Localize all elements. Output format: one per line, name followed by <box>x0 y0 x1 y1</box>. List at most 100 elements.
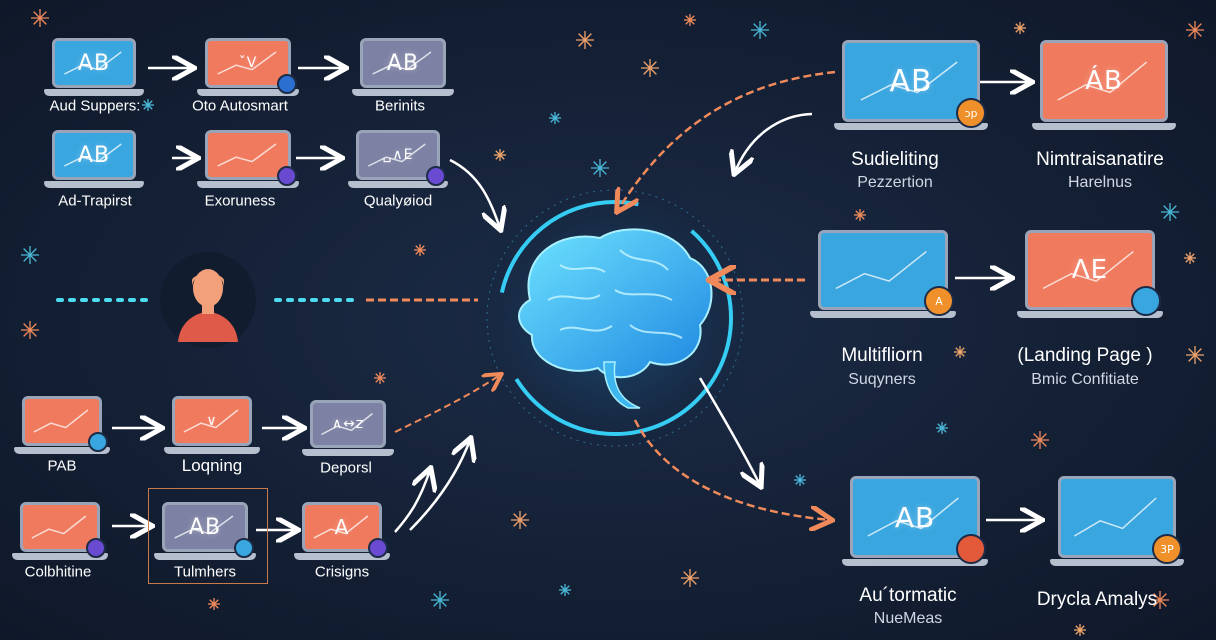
right-node4-badge <box>1131 286 1161 316</box>
right-node3-laptop: A <box>810 230 956 320</box>
right-node1-screen-text: AB <box>889 63 933 99</box>
left-row4-node3-screen: A <box>302 502 382 552</box>
left-row1-node2-screen: ˇV <box>205 38 291 88</box>
sparkle-icon <box>431 591 449 609</box>
left-row3-node3-laptop: ∧↔z <box>302 400 394 458</box>
left-row1-node3-screen: AB <box>360 38 446 88</box>
sparkle-icon <box>494 149 506 161</box>
left-row2-node1-trend-graphic <box>64 143 122 167</box>
sparkle-icon <box>414 244 426 256</box>
right-node3-base <box>810 311 956 318</box>
sparkle-icon <box>142 99 154 111</box>
left-row2-node3-badge <box>426 166 446 186</box>
left-row1-node1-laptop: AB <box>44 38 144 98</box>
right-node3-sublabel: Suqyners <box>848 371 916 388</box>
left-row1-node1-label: Aud Suppers: <box>49 97 141 115</box>
right-node2-trend-graphic <box>1057 61 1148 101</box>
sparkle-icon <box>1031 431 1049 449</box>
left-row4-node3-laptop: A <box>294 502 390 562</box>
left-row2-node2-laptop <box>197 130 299 190</box>
sparkle-icon <box>854 209 866 221</box>
left-row3-node2-trend-graphic <box>183 409 239 433</box>
left-row4-node2-laptop: AB <box>154 502 256 562</box>
right-node4-laptop: ΛE <box>1017 230 1163 320</box>
right-node5-badge <box>956 534 986 564</box>
sparkle-icon <box>374 372 386 384</box>
sparkle-icon <box>751 21 769 39</box>
left-row1-node2-laptop: ˇV <box>197 38 299 98</box>
right-node2-screen-text: ÁB <box>1085 66 1123 96</box>
right-node5-screen-text: AB <box>894 500 936 534</box>
left-row4-node3-base <box>294 553 390 560</box>
left-row4-node2-base <box>154 553 256 560</box>
left-row3-node1-base <box>14 447 110 454</box>
left-row4-node2-badge <box>234 538 254 558</box>
right-node2-screen: ÁB <box>1040 40 1168 122</box>
sparkle-icon <box>641 59 659 77</box>
left-row4-node1-trend-graphic <box>31 515 87 539</box>
left-row2-node1-screen-text: AB <box>77 142 111 168</box>
sparkle-icon <box>549 112 561 124</box>
left-row2-node3-screen: ␣∧E <box>356 130 440 180</box>
sparkle-icon <box>576 31 594 49</box>
right-node6-badge: 3P <box>1152 534 1182 564</box>
left-row1-node1-screen-text: AB <box>77 50 111 76</box>
left-row1-node2-badge <box>277 74 297 94</box>
left-row3-node2-screen: ∨ <box>172 396 252 446</box>
right-node1-trend-graphic <box>860 61 958 101</box>
left-row1-node3-base <box>352 89 454 96</box>
sparkle-icon <box>936 422 948 434</box>
sparkle-icon <box>1186 21 1204 39</box>
right-node4-screen-text: ΛE <box>1071 255 1109 285</box>
highlight-frame <box>148 488 268 584</box>
left-row4-node1-label: Colbhitine <box>24 563 92 581</box>
left-row3-node1-label: PAB <box>47 457 77 475</box>
left-row4-node3-badge <box>368 538 388 558</box>
left-row1-node2-trend-graphic <box>217 51 277 75</box>
right-node1-badge: ɔp <box>956 98 986 128</box>
right-node6-laptop: 3P <box>1050 476 1184 568</box>
right-node1-laptop: AB ɔp <box>834 40 988 132</box>
sparkle-icon <box>684 14 696 26</box>
left-row1-node3-laptop: AB <box>352 38 454 98</box>
left-row3-node2-base <box>164 447 260 454</box>
person-icon <box>158 250 258 350</box>
connector-arrows <box>56 68 1040 532</box>
sparkle-icon <box>1184 252 1196 264</box>
left-row3-node3-screen: ∧↔z <box>310 400 386 448</box>
sparkle-icon <box>21 321 39 339</box>
sparkle-icon <box>954 346 966 358</box>
left-row3-node3-base <box>302 449 394 456</box>
left-row2-node1-screen: AB <box>52 130 136 180</box>
brain-icon <box>518 228 713 409</box>
left-row1-node3-trend-graphic <box>372 51 432 75</box>
left-row2-node1-label: Ad-Trapirst <box>58 192 132 210</box>
left-row1-node1-base <box>44 89 144 96</box>
left-row2-node3-base <box>348 181 448 188</box>
left-row1-node3-screen-text: AB <box>386 50 420 76</box>
left-row4-node3-label: Crisigns <box>314 563 370 581</box>
left-row4-node2-screen: AB <box>162 502 248 552</box>
right-node1-base <box>834 123 988 130</box>
sparkle-icon <box>208 598 220 610</box>
sparkle-icon <box>1151 591 1169 609</box>
right-node1-label: Sudieliting <box>851 149 939 170</box>
right-node4-label: (Landing Page ) <box>1017 345 1153 366</box>
right-node4-base <box>1017 311 1163 318</box>
left-row2-node2-badge <box>277 166 297 186</box>
sparkle-icon <box>1161 203 1179 221</box>
left-row2-node2-base <box>197 181 299 188</box>
left-row4-node3-screen-text: A <box>334 515 350 539</box>
left-row2-node3-screen-text: ␣∧E <box>382 147 414 163</box>
left-row4-node3-trend-graphic <box>313 515 369 539</box>
left-row2-node3-trend-graphic <box>368 143 426 167</box>
left-row4-node1-base <box>12 553 108 560</box>
right-node4-trend-graphic <box>1042 250 1134 290</box>
right-node2-label: Nimtraisanatire <box>1036 149 1164 170</box>
right-node5-sublabel: NueMeas <box>873 610 943 627</box>
left-row1-node1-screen: AB <box>52 38 136 88</box>
right-node1-sublabel: Pezzertion <box>857 174 933 191</box>
left-row4-node2-label: Tulmhers <box>174 563 236 581</box>
left-row3-node3-screen-text: ∧↔z <box>331 416 365 432</box>
